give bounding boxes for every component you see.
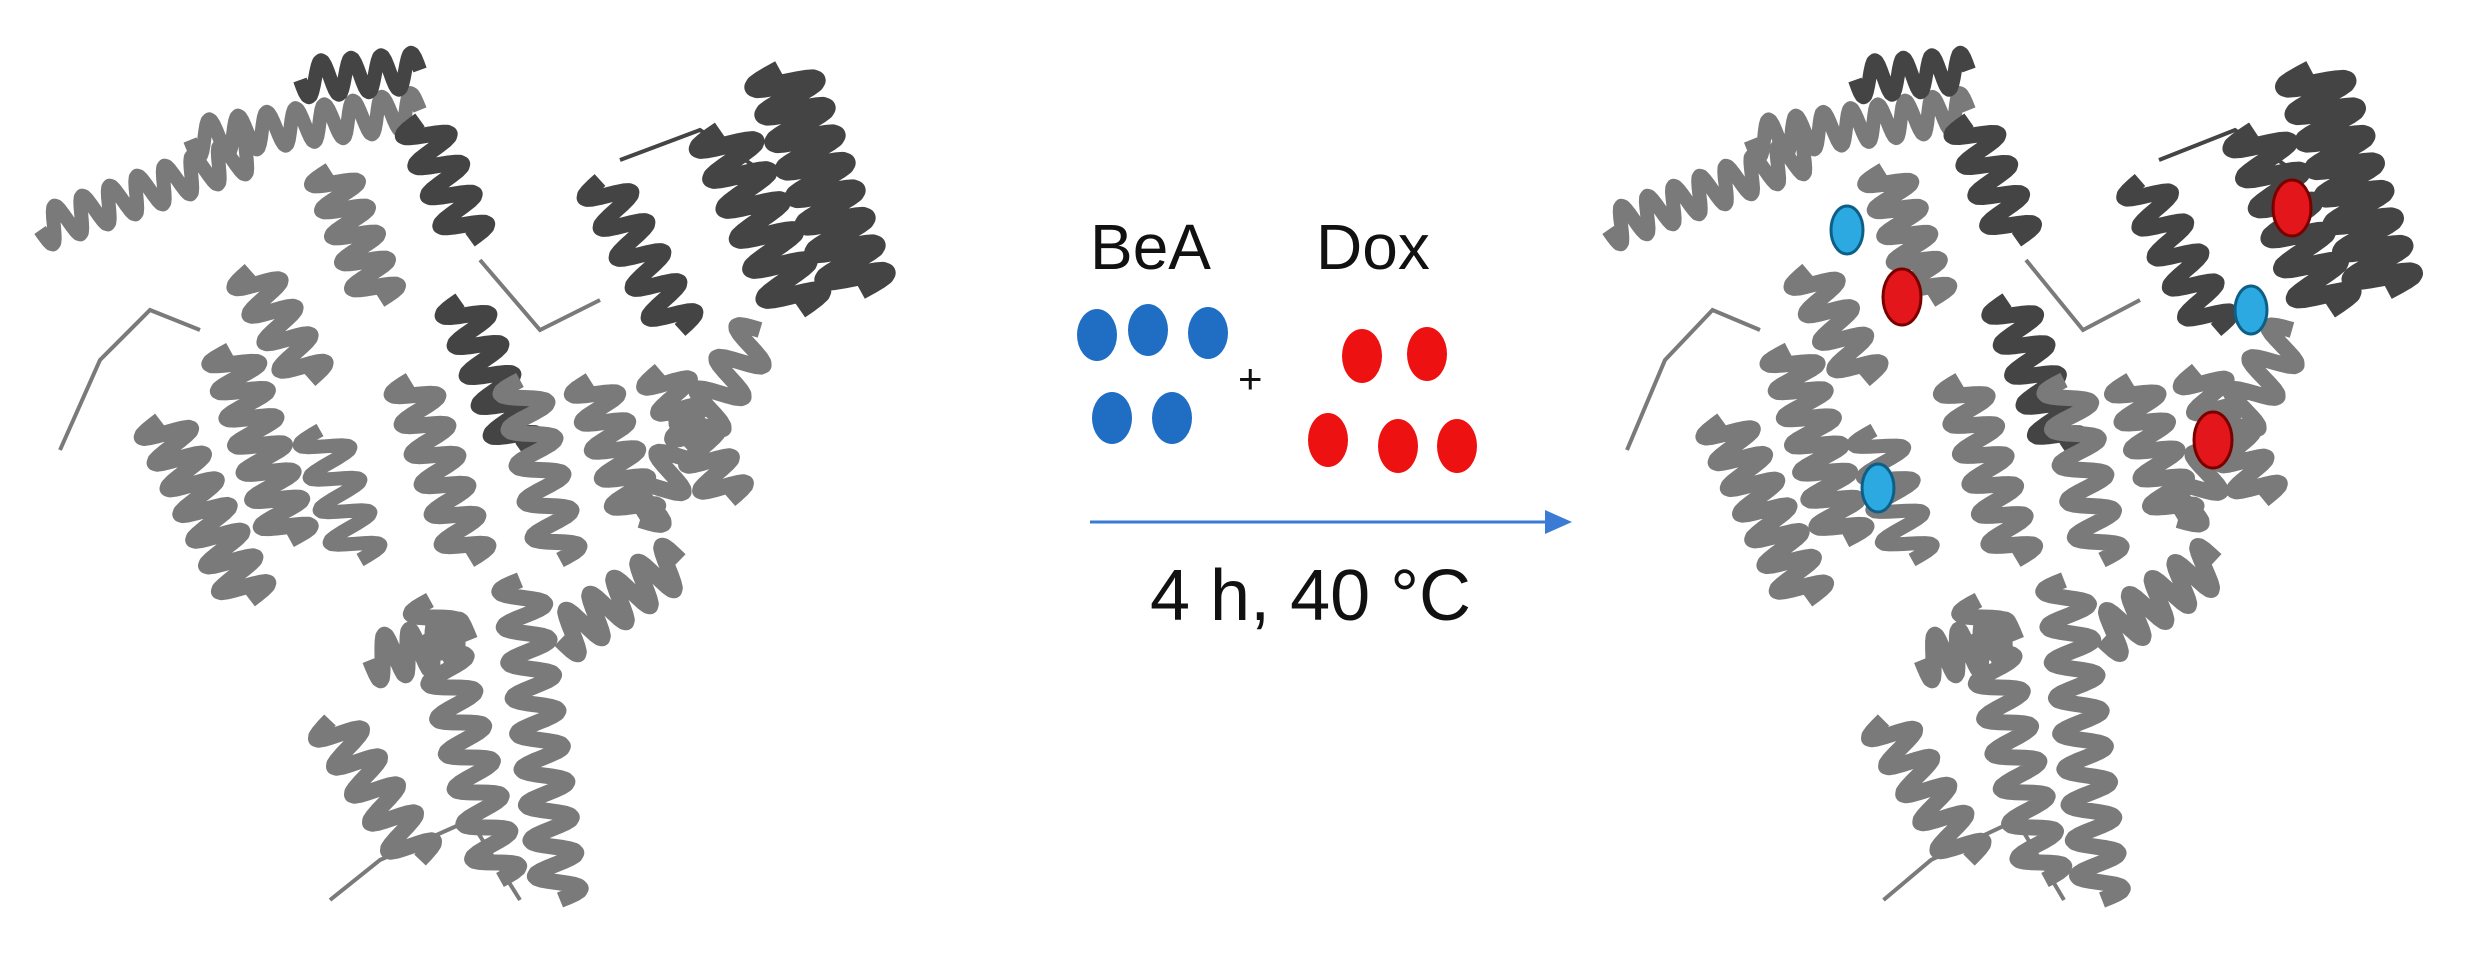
plus-sign: + (1238, 355, 1263, 402)
helix-segment (2165, 317, 2305, 533)
bea-dot (1092, 392, 1132, 444)
dox-label: Dox (1316, 211, 1430, 283)
bea-dot (1188, 307, 1228, 359)
bea-dot (1152, 392, 1192, 444)
helix-segment (394, 113, 496, 247)
helix-segment (1981, 293, 2090, 457)
helix-segment (1932, 373, 2044, 567)
helix-segment (554, 537, 686, 663)
helix-segment (2104, 373, 2205, 527)
coil-segment (1625, 307, 1761, 451)
helix-segment (2275, 61, 2423, 299)
helix-segment (2096, 538, 2222, 662)
dox-molecules (1308, 327, 1477, 473)
helix-segment (1848, 45, 1976, 105)
helix-segment (492, 372, 588, 568)
helix-segment (1943, 113, 2042, 247)
helix-segment (183, 86, 427, 164)
helix-segment (293, 45, 427, 105)
helix-segment (576, 174, 704, 336)
helix-segment (201, 342, 319, 548)
helix-segment (1951, 592, 2073, 888)
dox-dot (1437, 419, 1477, 473)
coil-segment (58, 307, 201, 451)
bound-bea-dot (1829, 204, 1865, 256)
coil-segment (478, 258, 601, 333)
reaction-conditions: 4 h, 40 °C (1150, 556, 1471, 636)
helix-segment (434, 293, 546, 457)
bea-dot (1128, 304, 1168, 356)
helix-segment (2036, 372, 2130, 568)
bound-dox-dot (2192, 410, 2234, 470)
bound-bea-dot (1860, 462, 1896, 514)
bea-molecules (1077, 304, 1228, 444)
helix-segment (383, 373, 497, 567)
helix-segment (563, 373, 667, 527)
dox-dot (1378, 419, 1418, 473)
bound-dox-dot (1881, 267, 1923, 327)
helix-segment (2035, 572, 2131, 908)
helix-segment (133, 413, 277, 607)
dox-dot (1308, 413, 1348, 467)
protein-ribbon (34, 45, 896, 908)
bound-bea-dot (2233, 284, 2269, 336)
helix-segment (628, 317, 772, 533)
helix-segment (744, 61, 896, 299)
coil-segment (328, 817, 522, 902)
bound-molecules (1829, 178, 2313, 514)
reaction-scheme (1077, 304, 1572, 534)
bea-dot (1077, 309, 1117, 361)
helix-segment (688, 122, 832, 318)
helix-segment (308, 714, 442, 866)
helix-segment (1861, 714, 1992, 866)
dox-dot (1342, 329, 1382, 383)
coil-segment (2158, 127, 2294, 172)
reaction-arrow (1090, 510, 1572, 534)
helix-segment (1695, 413, 1835, 607)
helix-segment (304, 163, 406, 307)
helix-segment (292, 423, 388, 567)
helix-segment (491, 572, 589, 908)
helix-segment (2116, 173, 2240, 337)
coil-segment (619, 127, 762, 172)
helix-segment (1759, 342, 1875, 548)
helix-segment (402, 592, 528, 888)
bound-dox-dot (2271, 178, 2313, 238)
coil-segment (1882, 817, 2066, 902)
coil-segment (2024, 258, 2141, 333)
dox-dot (1407, 327, 1447, 381)
protein-structure-unbound (34, 45, 896, 908)
protein-structure-bound (1602, 45, 2423, 908)
helix-segment (1783, 263, 1889, 387)
bea-label: BeA (1090, 211, 1211, 283)
helix-segment (226, 264, 334, 386)
helix-segment (1743, 86, 1976, 164)
